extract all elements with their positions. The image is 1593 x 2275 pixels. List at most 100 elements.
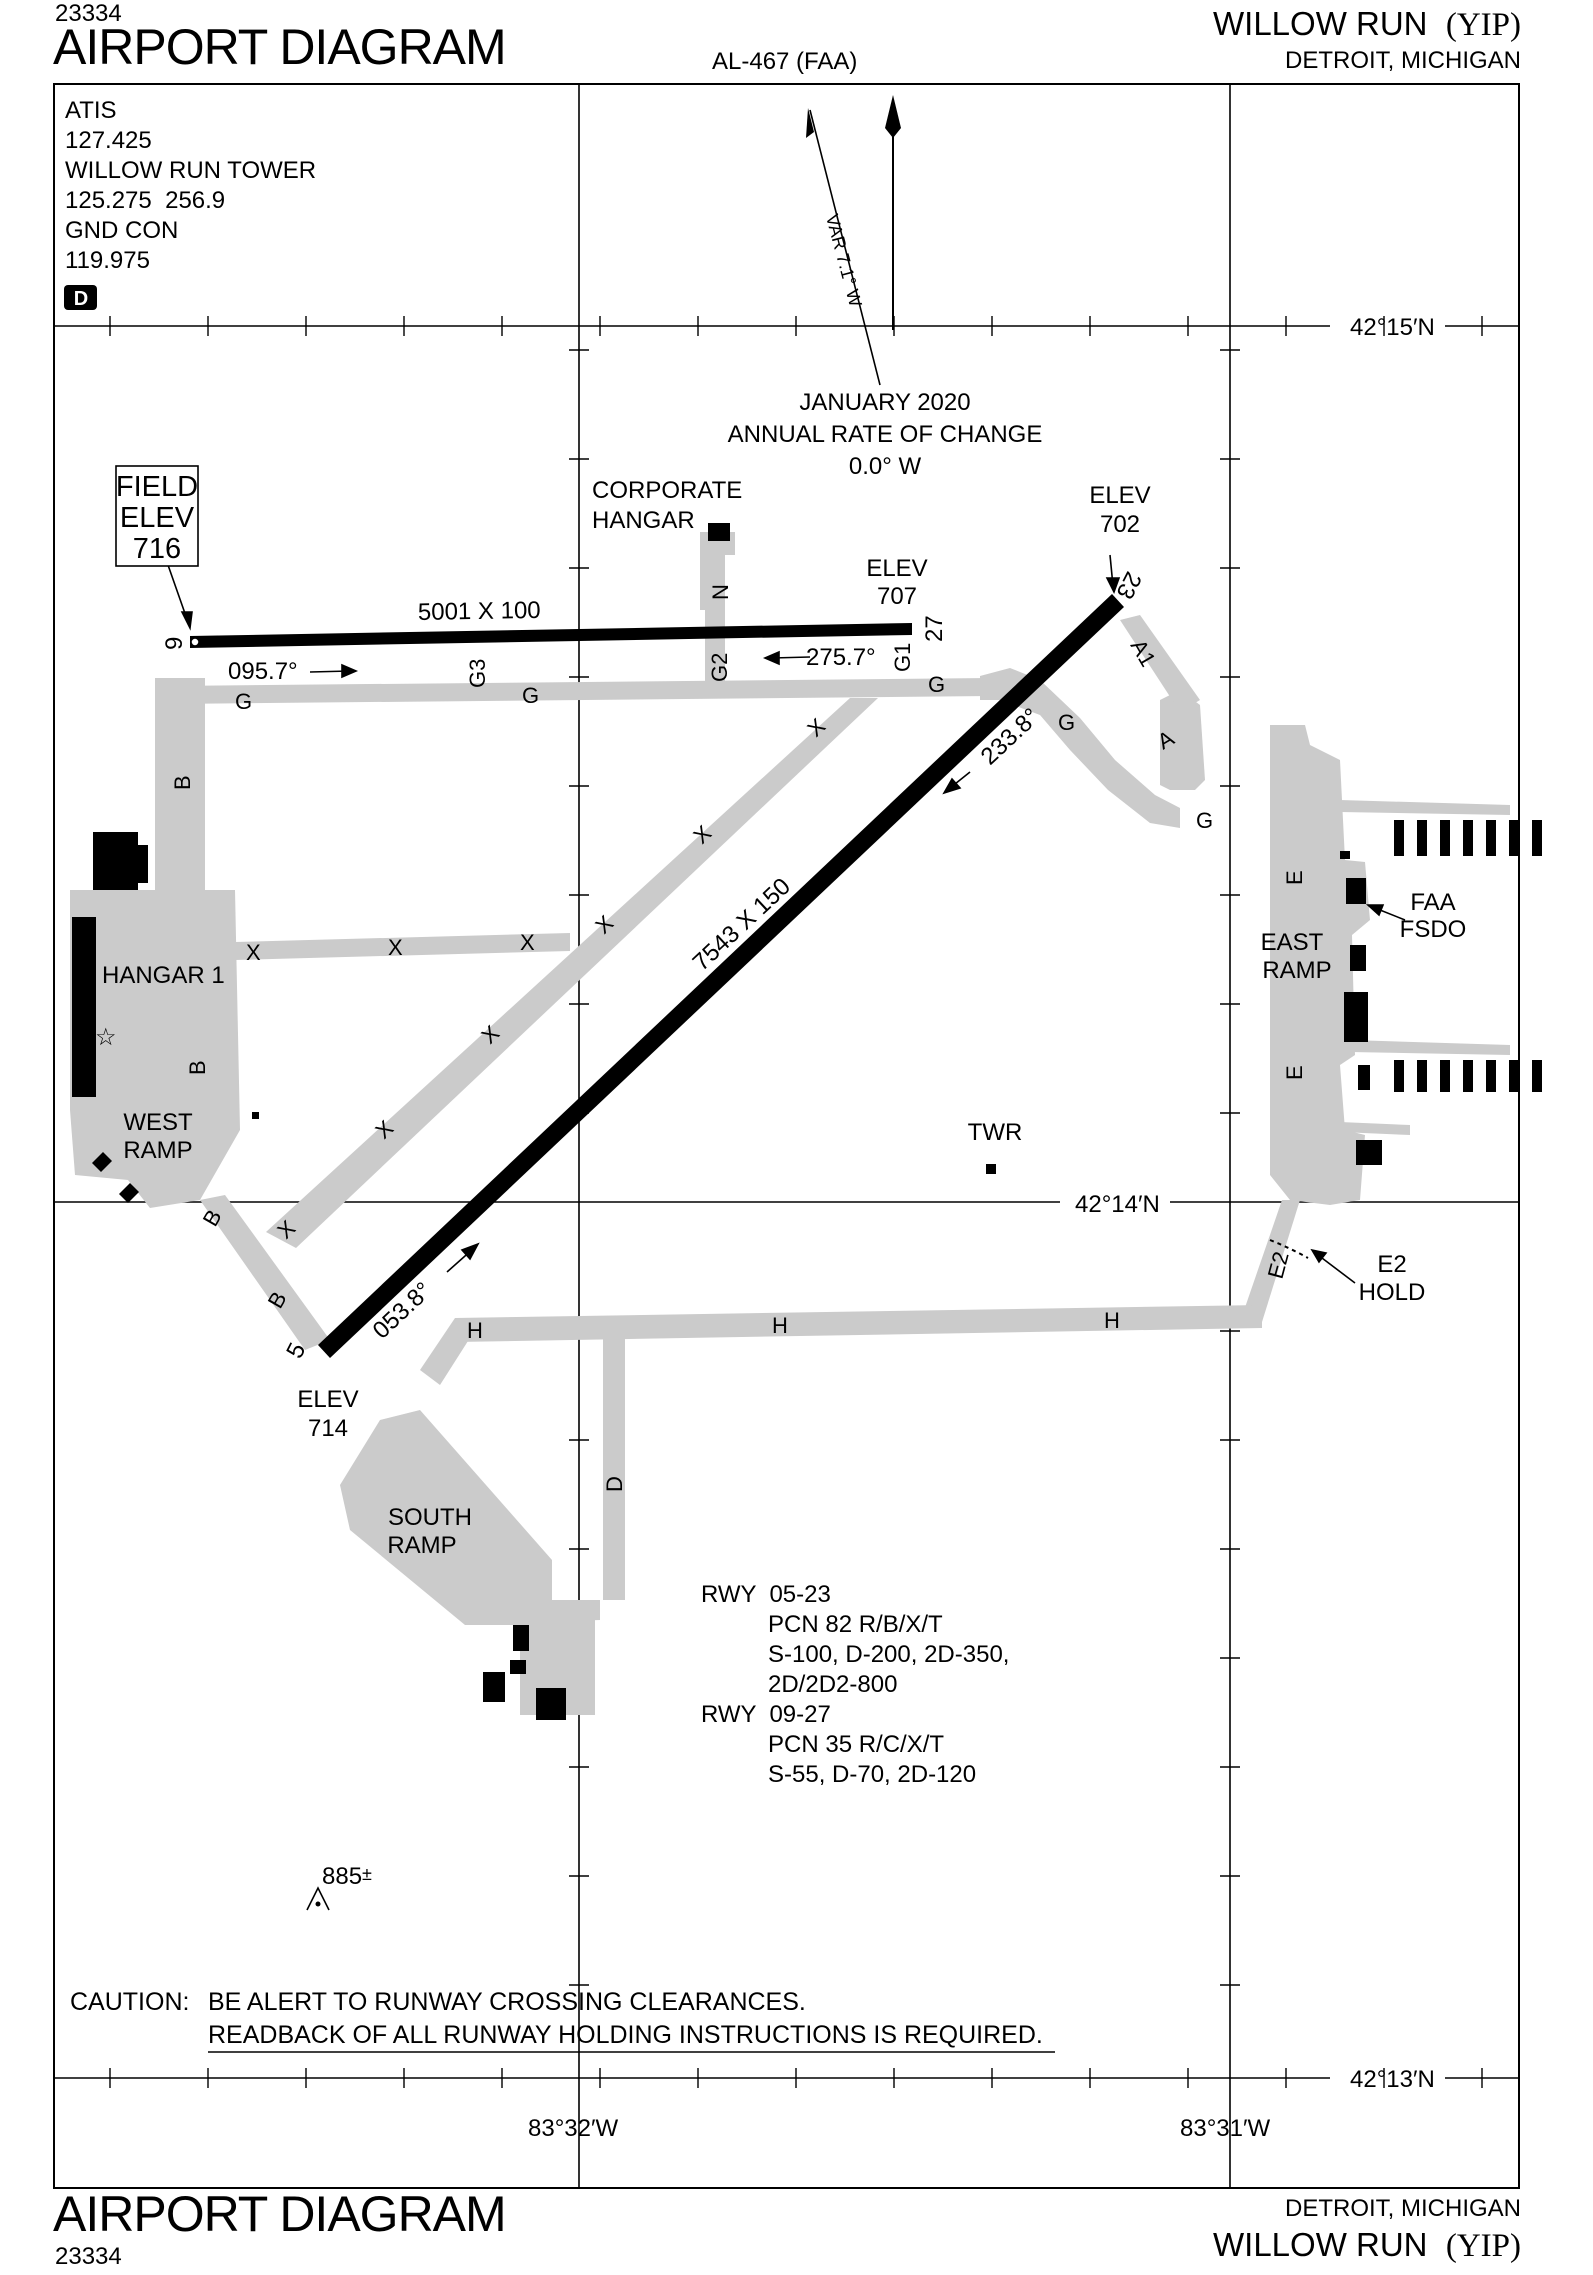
rwy-9-heading: 095.7° xyxy=(228,658,298,685)
corporate-hangar-label-2: HANGAR xyxy=(592,507,695,534)
lon-right: 83°31′W xyxy=(1180,2115,1270,2142)
tiedown-block xyxy=(1532,1060,1542,1092)
hangar-1-building xyxy=(72,917,96,1097)
rwy-27-heading: 275.7° xyxy=(806,644,876,671)
e2-hold-label-1: E2 xyxy=(1377,1251,1406,1278)
pcn-rwy-05-23: RWY 05-23 xyxy=(701,1581,831,1608)
area-labels: CORPORATE HANGAR HANGAR 1 WEST RAMP EAST… xyxy=(102,477,1466,1890)
rwy-9-27-dims: 5001 X 100 xyxy=(418,597,541,626)
tiedown-block xyxy=(1463,820,1473,856)
pcn-data: RWY 05-23 PCN 82 R/B/X/T S-100, D-200, 2… xyxy=(701,1581,1009,1788)
tiedown-rows xyxy=(1358,820,1542,1092)
airport-name-footer: WILLOW RUN xyxy=(1213,2226,1428,2263)
coordinate-labels: 42°15′N 42°14′N 42°13′N 83°32′W 83°31′W xyxy=(528,314,1435,2142)
variation-rate: 0.0° W xyxy=(849,453,922,480)
faa-label: FAA xyxy=(1410,889,1455,916)
airport-code-footer: (YIP) xyxy=(1445,2228,1521,2264)
runway-5-23 xyxy=(318,594,1124,1358)
rwy-9-end: 9 xyxy=(161,637,188,650)
corporate-hangar-building xyxy=(708,523,730,541)
pcn-rwy-05-23-value: PCN 82 R/B/X/T xyxy=(768,1611,943,1638)
pcn-rwy-09-27-value: PCN 35 R/C/X/T xyxy=(768,1731,944,1758)
taxiway-x-label: X xyxy=(246,940,261,965)
pcn-rwy-05-23-weights: S-100, D-200, 2D-350, xyxy=(768,1641,1009,1668)
taxiway-h-label: H xyxy=(772,1313,788,1338)
tiedown-block xyxy=(1394,1060,1404,1092)
caution-note: CAUTION: BE ALERT TO RUNWAY CROSSING CLE… xyxy=(70,1988,1043,2049)
south-ramp-label-1: SOUTH xyxy=(388,1504,472,1531)
runway-labels: 5001 X 100 9 27 095.7° 275.7° ELEV 707 7… xyxy=(161,482,1151,1442)
badge-letter: D xyxy=(74,288,88,310)
lon-left: 83°32′W xyxy=(528,2115,618,2142)
ground-label: GND CON xyxy=(65,217,178,244)
building xyxy=(1356,1140,1382,1165)
tiedown-block xyxy=(1509,820,1519,856)
building xyxy=(536,1688,566,1720)
pcn-rwy-05-23-weights-2: 2D/2D2-800 xyxy=(768,1671,897,1698)
beacon-icon: ☆ xyxy=(95,1024,117,1051)
tiedown-block xyxy=(1417,1060,1427,1092)
taxiway-g-label: G xyxy=(928,672,945,697)
location-bottom: DETROIT, MICHIGAN xyxy=(1284,2195,1521,2222)
lat-bottom: 42°13′N xyxy=(1350,2066,1435,2093)
tiedown-block xyxy=(1440,820,1450,856)
taxiway-g-label: G xyxy=(235,689,252,714)
faa-fsdo-building xyxy=(1346,878,1366,904)
true-north-arrow xyxy=(885,95,901,138)
east-ramp-label-1: EAST xyxy=(1261,929,1324,956)
taxiway-h-label: H xyxy=(1104,1308,1120,1333)
tower-label: TWR xyxy=(968,1119,1023,1146)
e2-hold-label-2: HOLD xyxy=(1359,1279,1426,1306)
taxiway-g-label: G xyxy=(1058,710,1075,735)
tiedown-block xyxy=(1394,820,1404,856)
building xyxy=(92,1152,112,1172)
pcn-rwy-09-27: RWY 09-27 xyxy=(701,1701,831,1728)
building xyxy=(483,1672,505,1702)
pcn-rwy-09-27-weights: S-55, D-70, 2D-120 xyxy=(768,1761,976,1788)
rwy-5-elev: 714 xyxy=(308,1415,348,1442)
taxiway-g2-label: G2 xyxy=(707,653,732,682)
runways xyxy=(190,594,1124,1358)
taxiway-e-label: E xyxy=(1282,1065,1307,1080)
variation-rate-label: ANNUAL RATE OF CHANGE xyxy=(728,421,1043,448)
location-top: DETROIT, MICHIGAN xyxy=(1284,47,1521,74)
west-ramp-label-1: WEST xyxy=(123,1109,193,1136)
tiedown-block xyxy=(1358,1066,1370,1090)
building xyxy=(138,845,148,883)
building xyxy=(1350,945,1366,971)
caution-line-1: BE ALERT TO RUNWAY CROSSING CLEARANCES. xyxy=(208,1988,806,2016)
building xyxy=(1340,851,1350,859)
lat-mid: 42°14′N xyxy=(1075,1191,1160,1218)
taxiway-x-label: X xyxy=(388,935,403,960)
comm-frequencies: ATIS 127.425 WILLOW RUN TOWER 125.275 25… xyxy=(65,97,316,310)
taxiway-x-label: X xyxy=(520,930,535,955)
tiedown-block xyxy=(1440,1060,1450,1092)
rwy-27-elev: 707 xyxy=(877,583,917,610)
rwy-23-elev: 702 xyxy=(1100,511,1140,538)
building xyxy=(252,1112,259,1119)
magnetic-north-arrow xyxy=(806,108,814,138)
taxiway-system xyxy=(70,532,1510,1715)
taxiway-d-label: D xyxy=(602,1476,627,1492)
digital-atis-badge xyxy=(64,285,97,310)
diagram-frame xyxy=(53,83,1520,2189)
magnetic-variation: VAR 7.1° W JANUARY 2020 ANNUAL RATE OF C… xyxy=(728,212,1043,480)
variation-date: JANUARY 2020 xyxy=(799,389,970,416)
building xyxy=(1344,992,1368,1042)
obstacle-elevation: 885± xyxy=(322,1863,372,1890)
airport-code: (YIP) xyxy=(1445,7,1521,43)
taxiway-n-label: N xyxy=(708,584,733,600)
e2-hold-line xyxy=(1269,1239,1309,1259)
page-title: AIRPORT DIAGRAM xyxy=(53,19,507,75)
doc-number-bottom: 23334 xyxy=(55,2243,122,2270)
rwy-5-elev-label: ELEV xyxy=(297,1386,358,1413)
taxiway-b-label: B xyxy=(170,775,195,790)
field-elev-line1: FIELD xyxy=(116,471,198,503)
caution-line-2: READBACK OF ALL RUNWAY HOLDING INSTRUCTI… xyxy=(208,2021,1043,2049)
west-ramp-label-2: RAMP xyxy=(123,1137,192,1164)
east-ramp-label-2: RAMP xyxy=(1262,957,1331,984)
footer-title: AIRPORT DIAGRAM xyxy=(53,2186,507,2242)
field-elev-line2: ELEV xyxy=(120,502,195,534)
rwy-27-end: 27 xyxy=(921,615,948,642)
